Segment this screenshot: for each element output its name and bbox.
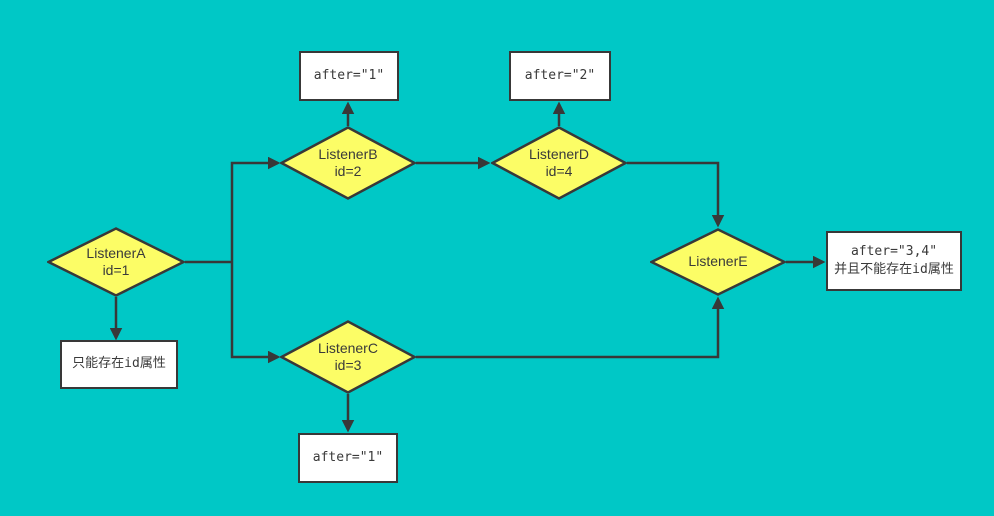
note-after-2: after="2"	[509, 51, 611, 101]
diamond-shape	[650, 228, 786, 296]
note-line: 并且不能存在id属性	[834, 262, 954, 277]
node-listener-e: ListenerE	[650, 228, 786, 296]
note-after-1-top: after="1"	[299, 51, 399, 101]
edge-listenera-to-listenerc	[230, 262, 281, 364]
edge-listenera-to-listenerb	[230, 156, 281, 262]
note-line: after="2"	[524, 67, 596, 83]
note-line: after="1"	[313, 67, 385, 83]
diamond-shape	[280, 320, 416, 394]
node-listener-d: ListenerD id=4	[491, 126, 627, 200]
edge-listenerc-to-listenere	[416, 296, 725, 359]
node-listener-c: ListenerC id=3	[280, 320, 416, 394]
diamond-shape	[491, 126, 627, 200]
node-listener-a: ListenerA id=1	[47, 227, 185, 297]
note-only-id: 只能存在id属性	[60, 340, 178, 389]
diamond-shape	[280, 126, 416, 200]
note-line: after="1"	[312, 449, 384, 465]
note-line: 只能存在id属性	[72, 356, 166, 372]
note-after-1-bottom: after="1"	[298, 433, 398, 483]
note-line: after="3,4"	[850, 243, 938, 259]
diamond-shape	[47, 227, 185, 297]
edge-listenerd-to-listenere	[627, 161, 725, 228]
note-after-3-4: after="3,4" 并且不能存在id属性	[826, 231, 962, 291]
node-listener-b: ListenerB id=2	[280, 126, 416, 200]
